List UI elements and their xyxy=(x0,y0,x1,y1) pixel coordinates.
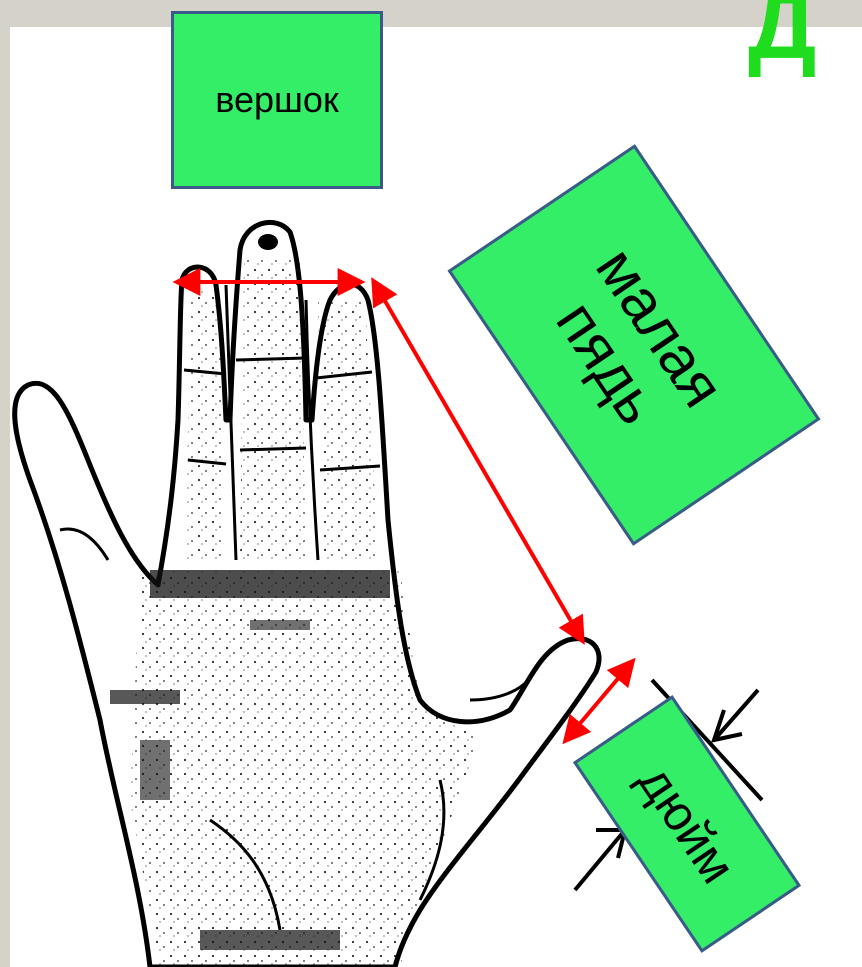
vershok-label: вершок xyxy=(171,11,383,189)
vershok-text: вершок xyxy=(215,79,338,121)
malaya-pyad-text: малая пядь xyxy=(526,227,742,463)
